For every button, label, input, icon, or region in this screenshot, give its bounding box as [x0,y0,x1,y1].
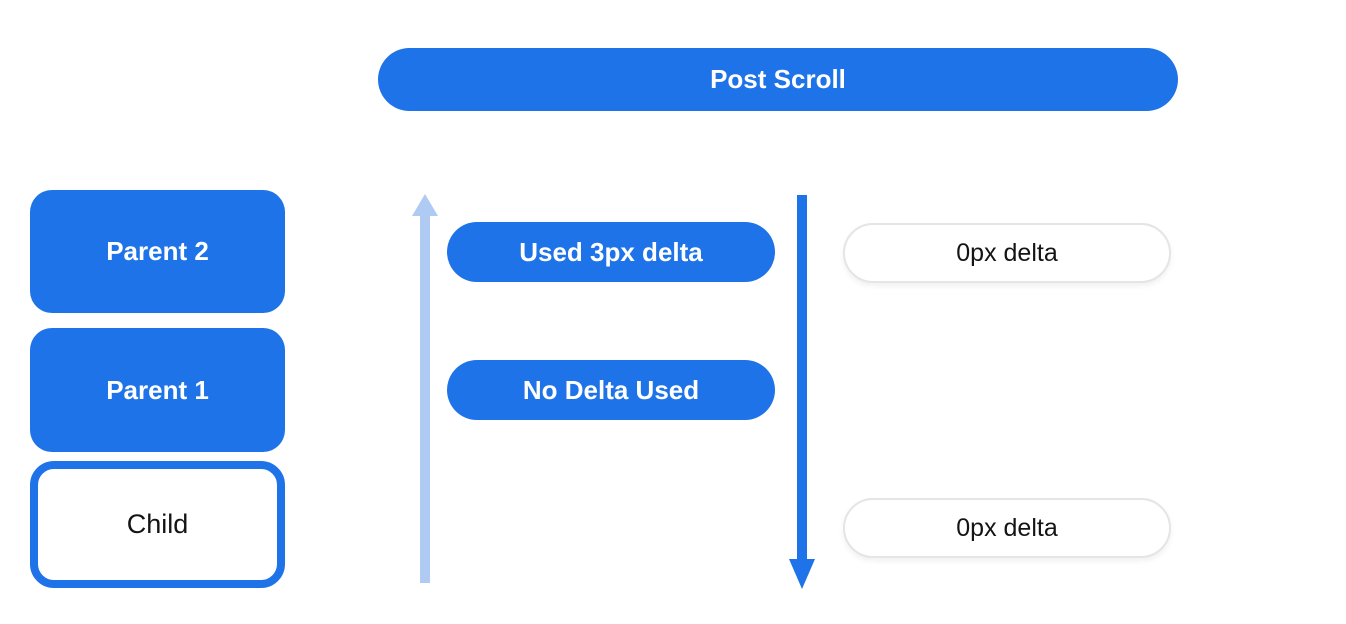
zero-px-delta-bottom-pill: 0px delta [843,498,1171,558]
no-delta-used-pill: No Delta Used [447,360,775,420]
up-arrow-head-icon [412,194,438,216]
zero-px-delta-top-pill: 0px delta [843,223,1171,283]
down-arrow-shaft [797,195,807,560]
down-arrow-head-icon [789,559,815,589]
up-arrow-shaft [420,212,430,583]
parent2-box: Parent 2 [30,190,285,313]
parent1-box: Parent 1 [30,328,285,452]
used-3px-delta-pill: Used 3px delta [447,222,775,282]
child-box: Child [30,461,285,588]
post-scroll-banner: Post Scroll [378,48,1178,111]
